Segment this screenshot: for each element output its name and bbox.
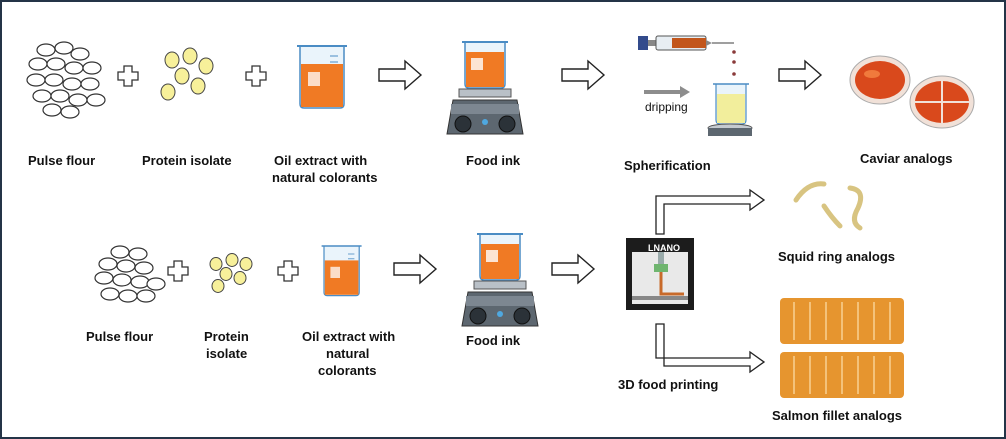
food-ink-label: Food ink [466,153,521,168]
food-ink-label: Food ink [466,333,521,348]
caviar-analogs-image [849,55,975,129]
squid-ring-analogs-label: Squid ring analogs [778,249,896,264]
plus-icon [245,65,267,87]
protein-isolate-label-line1: Protein [204,329,249,344]
salmon-fillet-analogs-label: Salmon fillet analogs [772,408,903,423]
3d-food-printing-label: 3D food printing [618,377,719,392]
salmon-fillet-analogs-image [780,298,904,398]
oil-extract-label-line2: natural [326,346,370,361]
syringe-dripping-icon [638,35,753,136]
pulse-flour-label: Pulse flour [86,329,154,344]
process-arrow-icon [778,60,822,90]
oil-extract-beaker-icon [320,245,363,297]
printer-brand-label: LNANO [648,243,680,253]
magnetic-stirrer-icon [461,233,539,327]
pulse-flour-beans-icon [94,245,166,303]
pulse-flour-beans-icon [26,41,106,119]
protein-isolate-pellets-icon [209,253,253,293]
squid-ring-analogs-image [793,181,864,231]
protein-isolate-label-line2: isolate [206,346,248,361]
protein-isolate-label: Protein isolate [142,153,232,168]
dripping-label: dripping [645,100,688,114]
protein-isolate-pellets-icon [160,47,214,101]
spherification-label: Spherification [624,158,711,173]
oil-extract-label-line1: Oil extract with [302,329,396,344]
3d-printer-icon [626,238,694,310]
process-arrow-icon [393,254,437,284]
pulse-flour-label: Pulse flour [28,153,96,168]
process-arrow-icon [561,60,605,90]
magnetic-stirrer-icon [446,41,524,135]
oil-extract-beaker-icon [296,45,348,109]
process-arrow-icon [378,60,422,90]
branch-arrows-icon [655,188,766,374]
process-arrow-icon [551,254,595,284]
oil-extract-label-line2: natural colorants [272,170,378,185]
plus-icon [167,260,189,282]
plus-icon [277,260,299,282]
plus-icon [117,65,139,87]
oil-extract-label-line1: Oil extract with [274,153,368,168]
oil-extract-label-line3: colorants [318,363,377,378]
caviar-analogs-label: Caviar analogs [860,151,953,166]
